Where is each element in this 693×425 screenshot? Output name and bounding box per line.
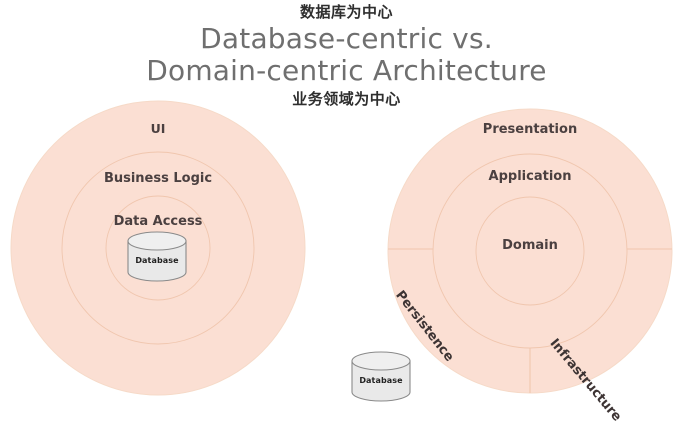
ring-domain — [475, 196, 585, 306]
database-cylinder-standalone — [351, 351, 411, 402]
architecture-diagram-canvas — [10, 100, 673, 402]
database-cylinder-left — [127, 231, 187, 282]
cylinder-body — [351, 360, 411, 402]
cylinder-top — [351, 351, 411, 371]
domain-centric-diagram — [387, 108, 673, 394]
cylinder-label-left: Database — [135, 256, 179, 265]
cylinder-body — [127, 240, 187, 282]
cylinder-label-standalone: Database — [359, 376, 403, 385]
cylinder-top — [127, 231, 187, 251]
